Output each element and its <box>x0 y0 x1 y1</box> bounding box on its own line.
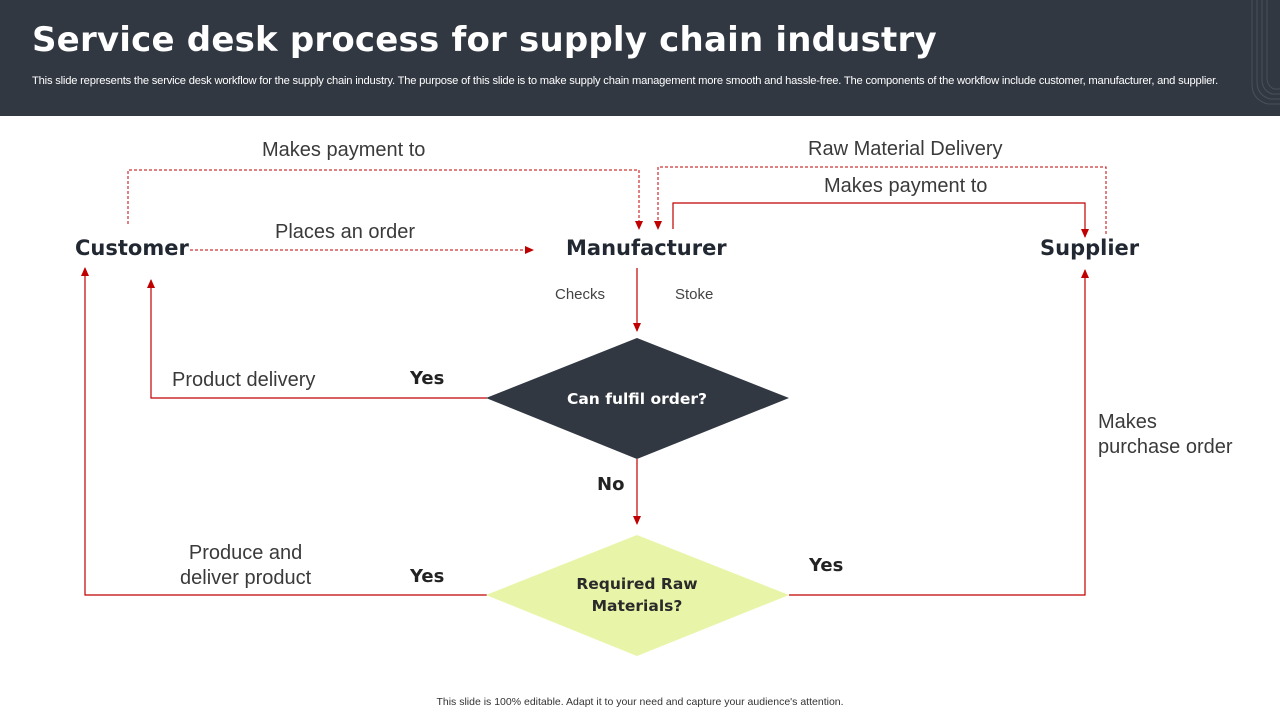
arrow-customer-pays-manufacturer <box>127 169 643 230</box>
label-yes-fulfil: Yes <box>410 368 445 389</box>
arrow-manufacturer-pays-supplier <box>672 202 1089 238</box>
decision-required-raw <box>486 535 789 656</box>
decision-raw-line1: Required Raw <box>576 575 698 593</box>
label-purchase-line2: purchase order <box>1098 436 1233 458</box>
label-places-order: Places an order <box>275 221 416 243</box>
label-manufacturer-pays: Makes payment to <box>824 175 988 197</box>
label-produce-line2: deliver product <box>180 567 312 589</box>
label-raw-delivery: Raw Material Delivery <box>808 138 1003 160</box>
arrow-purchase-order <box>789 269 1089 596</box>
label-product-delivery: Product delivery <box>172 369 316 391</box>
label-checks: Checks <box>555 286 606 303</box>
page-subtitle: This slide represents the service desk w… <box>32 75 1218 87</box>
header-bar: Service desk process for supply chain in… <box>0 0 1280 116</box>
page-title: Service desk process for supply chain in… <box>32 20 937 60</box>
decorative-lines-icon <box>1251 0 1280 105</box>
node-supplier: Supplier <box>1040 236 1140 260</box>
decision-can-fulfil-text: Can fulfil order? <box>566 390 708 408</box>
label-purchase-order: Makes purchase order <box>1098 410 1233 460</box>
label-yes-produce: Yes <box>410 566 445 587</box>
node-customer: Customer <box>75 236 189 260</box>
decision-can-fulfil <box>486 338 789 459</box>
label-stoke: Stoke <box>675 286 714 303</box>
label-produce-deliver: Produce and deliver product <box>180 541 311 591</box>
label-customer-pays: Makes payment to <box>262 139 426 161</box>
label-yes-raw: Yes <box>809 555 844 576</box>
label-no: No <box>597 474 625 495</box>
decision-required-raw-text: Required Raw Materials? <box>537 573 737 617</box>
label-purchase-line1: Makes <box>1098 411 1157 433</box>
decision-raw-line2: Materials? <box>591 597 683 615</box>
node-manufacturer: Manufacturer <box>566 236 727 260</box>
arrow-product-delivery <box>147 279 487 399</box>
arrow-produce-deliver <box>81 267 487 596</box>
footer-note: This slide is 100% editable. Adapt it to… <box>436 696 844 708</box>
arrow-raw-material-delivery <box>654 166 1107 234</box>
label-produce-line1: Produce and <box>188 542 303 564</box>
